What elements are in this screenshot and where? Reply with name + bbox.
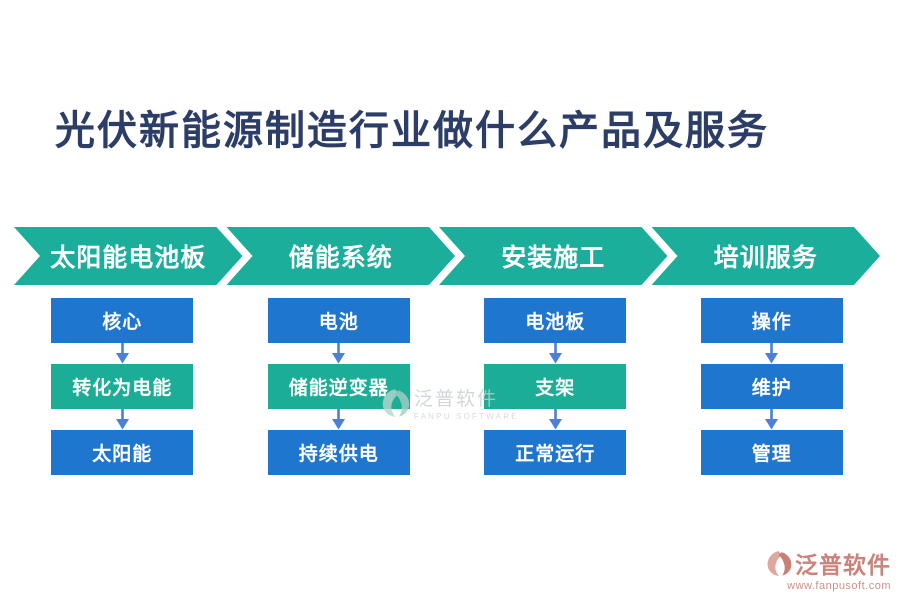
flow-box-label: 转化为电能: [72, 377, 173, 399]
flow-box-label: 电池: [318, 311, 359, 333]
header-label: 储能系统: [288, 243, 393, 272]
header-band: 太阳能电池板 储能系统 安装施工 培训服务: [14, 227, 880, 285]
header-label: 安装施工: [501, 243, 606, 272]
flow-box: 储能逆变器: [267, 364, 410, 409]
flow-box: 太阳能: [51, 430, 194, 475]
flow-box-label: 维护: [751, 377, 792, 399]
flow-box-label: 电池板: [525, 311, 586, 333]
flow-box: 正常运行: [484, 430, 627, 475]
down-arrow-icon: [764, 343, 779, 364]
flow-box: 支架: [484, 364, 627, 409]
header-chevron-installation: 安装施工: [439, 227, 668, 285]
down-arrow-icon: [764, 409, 779, 430]
flow-box-label: 支架: [535, 377, 576, 399]
header-label: 培训服务: [713, 243, 818, 272]
down-arrow-icon: [115, 343, 130, 364]
flow-column-solar-panel: 核心 转化为电能 太阳能: [14, 298, 231, 475]
header-chevron-solar-panel: 太阳能电池板: [14, 227, 243, 285]
footer-brand-url: www.fanpusoft.com: [787, 580, 891, 592]
flow-columns: 核心 转化为电能 太阳能 电池 储能逆变器 持续供电 电池板: [14, 298, 880, 475]
footer-brand-logo: 泛普软件 www.fanpusoft.com: [766, 546, 891, 592]
flow-box: 电池板: [484, 298, 627, 343]
fanpu-logo-icon: [767, 550, 792, 576]
flow-box-label: 操作: [751, 311, 792, 333]
flow-box: 转化为电能: [51, 364, 194, 409]
flow-box: 管理: [700, 430, 843, 475]
down-arrow-icon: [115, 409, 130, 430]
flow-box: 核心: [51, 298, 194, 343]
flow-box: 持续供电: [267, 430, 410, 475]
flow-box: 电池: [267, 298, 410, 343]
down-arrow-icon: [548, 343, 563, 364]
flow-box-label: 管理: [751, 443, 792, 465]
down-arrow-icon: [331, 409, 346, 430]
flow-column-storage-system: 电池 储能逆变器 持续供电: [231, 298, 448, 475]
flow-column-installation: 电池板 支架 正常运行: [447, 298, 664, 475]
down-arrow-icon: [331, 343, 346, 364]
header-chevron-training-service: 培训服务: [652, 227, 881, 285]
flow-box-label: 储能逆变器: [288, 377, 389, 399]
footer-brand-name: 泛普软件: [795, 552, 891, 579]
flow-box-label: 正常运行: [515, 443, 596, 465]
flow-box-label: 太阳能: [92, 443, 153, 465]
footer-brand-row: 泛普软件: [766, 546, 891, 580]
flow-box-label: 持续供电: [298, 443, 379, 465]
flow-box: 维护: [700, 364, 843, 409]
header-label: 太阳能电池板: [50, 243, 207, 272]
header-chevron-storage-system: 储能系统: [227, 227, 456, 285]
flow-box-label: 核心: [102, 311, 143, 333]
page-title: 光伏新能源制造行业做什么产品及服务: [55, 107, 769, 154]
down-arrow-icon: [548, 409, 563, 430]
flow-column-training-service: 操作 维护 管理: [664, 298, 881, 475]
flow-box: 操作: [700, 298, 843, 343]
